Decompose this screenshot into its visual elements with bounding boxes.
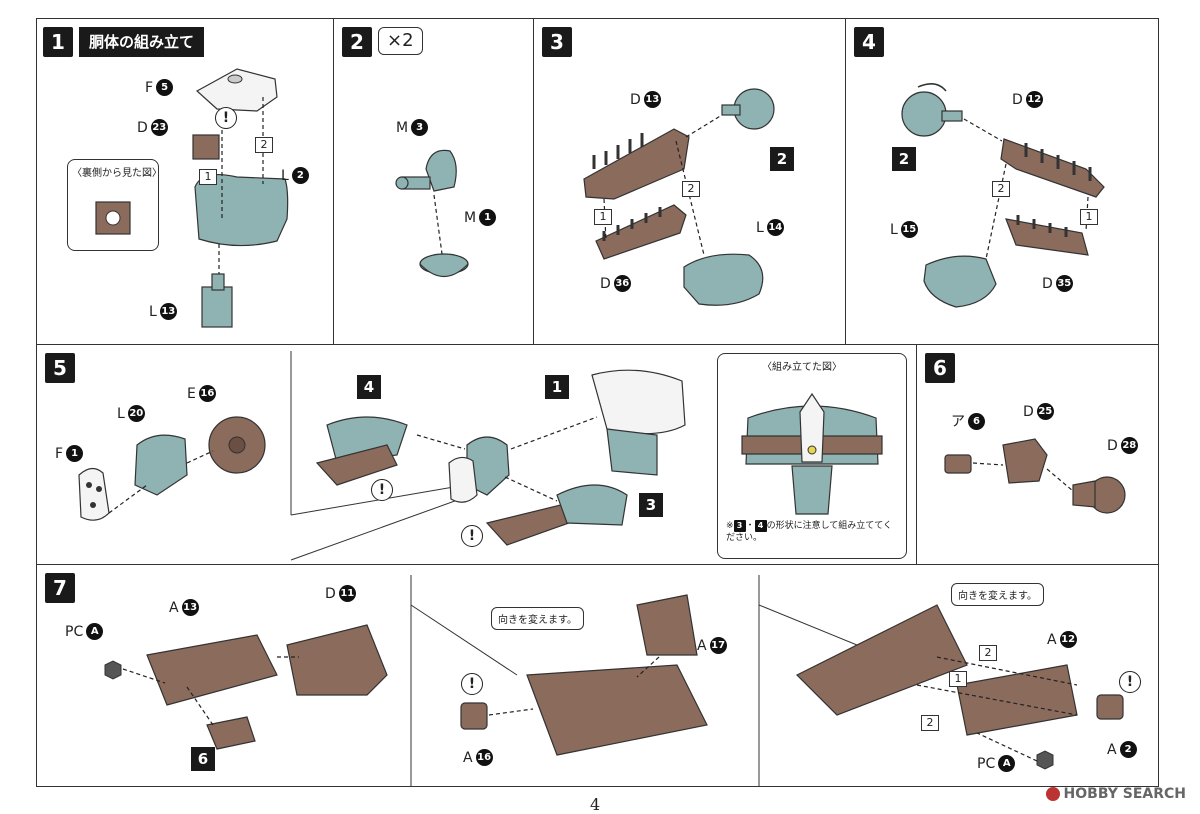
substep-1: 1: [199, 169, 217, 185]
assembled-view-title: 〈組み立てた図〉: [762, 362, 842, 373]
step5-illustration: [78, 351, 686, 561]
substep-2: 2: [979, 645, 997, 661]
hobbysearch-logo-icon: [1045, 787, 1060, 801]
back-view-inset-title: 〈裏側から見た図〉: [72, 168, 162, 179]
watermark: HOBBY SEARCH: [1045, 786, 1186, 802]
ref-step-2: 2: [892, 147, 916, 171]
assembled-view-figure: [741, 392, 883, 515]
step-1-number: 1: [43, 27, 73, 57]
step-1-title: 胴体の組み立て: [79, 27, 205, 57]
caution-icon: !: [461, 673, 483, 695]
rotate-callout-1: 向きを変えます。: [491, 607, 584, 630]
step-3-number: 3: [542, 27, 572, 57]
back-view-part: [95, 201, 131, 235]
ref-step-1: 1: [545, 375, 569, 399]
substep-1: 1: [1080, 209, 1098, 225]
caution-icon: !: [215, 107, 237, 129]
substep-2: 2: [921, 715, 939, 731]
ref-step-3: 3: [639, 493, 663, 517]
step-2-multiplier: ×2: [378, 27, 423, 55]
rotate-callout-2: 向きを変えます。: [951, 583, 1044, 606]
step1-illustration: [192, 68, 289, 328]
substep-1: 1: [949, 671, 967, 687]
page-number: 4: [590, 795, 601, 814]
step-4-number: 4: [854, 27, 884, 57]
step7-illustration: [104, 575, 1124, 786]
substep-2: 2: [255, 137, 273, 153]
step3-illustration: [583, 88, 775, 306]
step-2-number: 2: [342, 27, 372, 57]
substep-2: 2: [682, 181, 700, 197]
note-ref-3: 3: [733, 520, 746, 532]
step-7-number: 7: [45, 573, 75, 603]
back-view-inset: 〈裏側から見た図〉: [67, 159, 162, 251]
step6-illustration: [944, 438, 1126, 514]
ref-step-4: 4: [357, 375, 381, 399]
ref-step-6: 6: [191, 747, 215, 771]
substep-1: 1: [594, 209, 612, 225]
step2-illustration: [395, 149, 469, 278]
watermark-text: HOBBY SEARCH: [1063, 786, 1186, 802]
step-6-number: 6: [925, 353, 955, 383]
note-ref-4: 4: [754, 520, 767, 532]
ref-step-2: 2: [770, 147, 794, 171]
caution-icon: !: [461, 525, 483, 547]
caution-icon: !: [1119, 671, 1141, 693]
step-5-number: 5: [45, 353, 75, 383]
caution-icon: !: [371, 479, 393, 501]
step4-illustration: [901, 83, 1105, 308]
substep-2: 2: [992, 181, 1010, 197]
note-text: の形状に注意して組み立ててください。: [726, 521, 893, 543]
